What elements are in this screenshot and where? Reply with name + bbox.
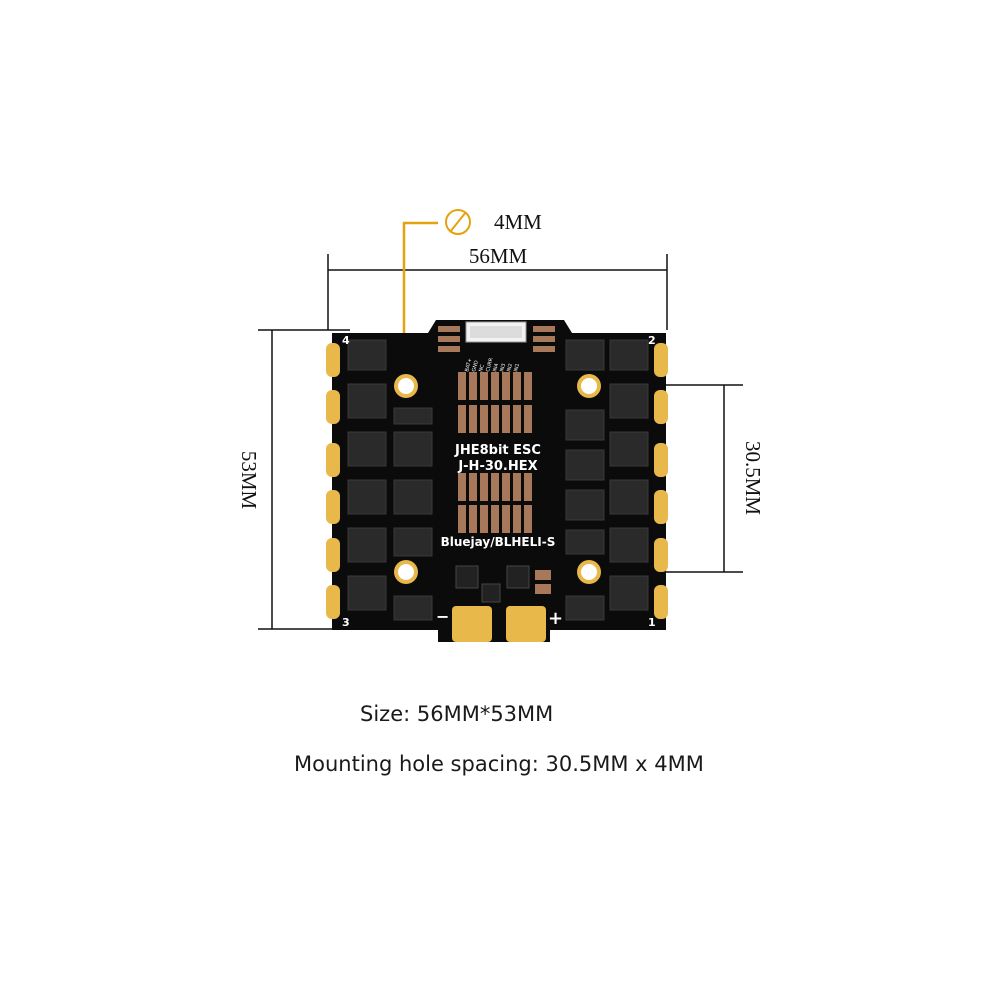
pin-label: IN4 — [492, 363, 500, 373]
esc-board: JHE8bit ESC J-H-30.HEX Bluejay/BLHELI-S … — [326, 320, 668, 642]
mosfets-left — [347, 339, 433, 621]
left-motor-pads — [326, 343, 340, 619]
mosfets-right — [565, 339, 649, 621]
pin-label: IN2 — [506, 363, 514, 373]
motor-pad-3: 3 — [342, 616, 350, 629]
right-motor-pads — [654, 343, 668, 619]
pin-label: IN3 — [499, 363, 507, 373]
positive-symbol: + — [548, 608, 563, 629]
hole-diameter-label: 4MM — [494, 210, 542, 234]
board-model: J-H-30.HEX — [457, 459, 537, 474]
diameter-icon — [445, 209, 471, 235]
hole-spacing-label: 30.5MM — [741, 441, 765, 515]
pin-label: GND — [471, 360, 480, 373]
pin-label: CURR — [485, 357, 495, 373]
mounting-caption: Mounting hole spacing: 30.5MM x 4MM — [294, 752, 704, 776]
negative-symbol: − — [436, 607, 449, 626]
width-label: 56MM — [469, 244, 528, 268]
size-caption: Size: 56MM*53MM — [360, 702, 554, 726]
motor-pad-4: 4 — [342, 334, 350, 347]
width-dimension: 56MM — [327, 244, 668, 330]
pin-label: BAT+ — [464, 358, 473, 373]
signal-connector — [465, 321, 527, 343]
regulator-ics — [455, 565, 530, 603]
capacitor-bank — [458, 372, 551, 594]
connector-capacitors — [438, 326, 555, 352]
motor-pad-2: 2 — [648, 334, 656, 347]
board-firmware: Bluejay/BLHELI-S — [441, 535, 556, 549]
hole-callout: 4MM — [402, 209, 542, 380]
height-label: 53MM — [237, 451, 261, 510]
power-pads — [452, 606, 546, 642]
pin-label: IN1 — [513, 363, 521, 373]
pin-label: NC — [478, 363, 486, 372]
motor-pad-1: 1 — [648, 616, 656, 629]
mounting-holes — [394, 374, 601, 584]
board-title: JHE8bit ESC — [454, 443, 541, 458]
